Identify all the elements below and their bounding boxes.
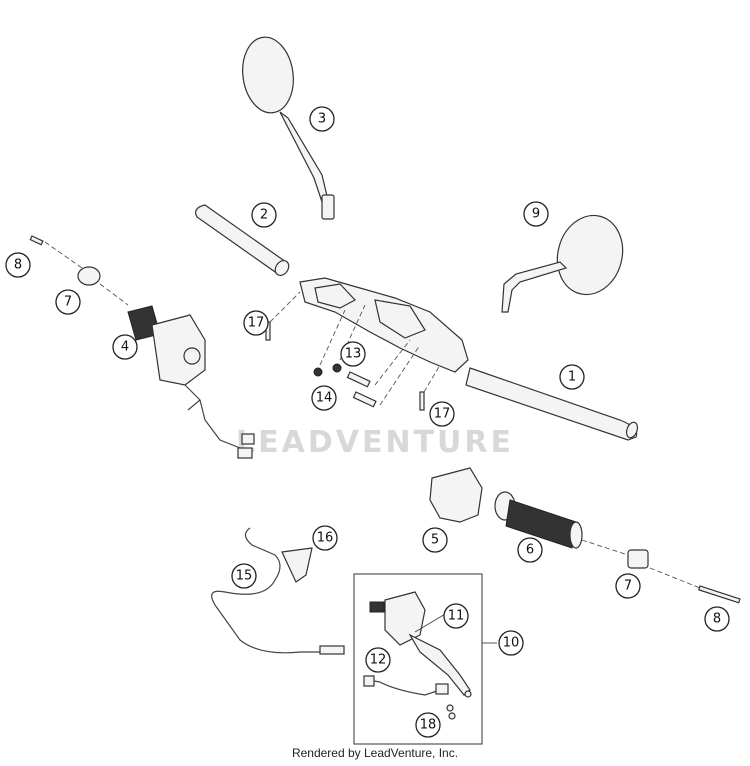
svg-text:17: 17 — [434, 407, 451, 422]
callout-18: 18 — [415, 712, 441, 738]
right-mirror — [501, 214, 624, 313]
footer-credit: Rendered by LeadVenture, Inc. — [291, 746, 459, 760]
svg-text:2: 2 — [260, 208, 268, 223]
svg-text:15: 15 — [236, 569, 253, 584]
callout-8-right: 8 — [704, 606, 730, 632]
clutch-cable-assembly — [211, 527, 345, 655]
callout-2: 2 — [251, 202, 277, 228]
callout-6: 6 — [517, 537, 543, 563]
handlebar-assembly — [299, 277, 639, 441]
callout-7-left: 7 — [55, 289, 81, 315]
svg-text:7: 7 — [64, 295, 72, 310]
callout-15: 15 — [231, 563, 257, 589]
callout-10: 10 — [498, 630, 524, 656]
svg-text:8: 8 — [14, 258, 22, 273]
callout-17-right: 17 — [429, 401, 455, 427]
svg-text:11: 11 — [448, 609, 465, 624]
callout-9: 9 — [523, 201, 549, 227]
callout-12: 12 — [365, 647, 391, 673]
callout-17-left: 17 — [243, 310, 269, 336]
callout-8-left: 8 — [5, 252, 31, 278]
svg-text:13: 13 — [345, 347, 362, 362]
left-grip-assembly — [29, 235, 255, 459]
callout-16: 16 — [312, 525, 338, 551]
svg-text:18: 18 — [420, 718, 437, 733]
svg-text:7: 7 — [624, 579, 632, 594]
svg-text:6: 6 — [526, 543, 534, 558]
right-grip-assembly — [429, 467, 741, 604]
handlebar-left-tube — [195, 204, 290, 277]
callout-5: 5 — [422, 527, 448, 553]
left-mirror — [242, 36, 335, 220]
svg-text:17: 17 — [248, 316, 265, 331]
svg-text:10: 10 — [503, 636, 520, 651]
clamp-hardware — [313, 304, 421, 408]
svg-text:4: 4 — [121, 340, 129, 355]
callout-3: 3 — [309, 106, 335, 132]
svg-text:12: 12 — [370, 653, 387, 668]
svg-text:1: 1 — [568, 370, 576, 385]
svg-text:5: 5 — [431, 533, 439, 548]
screws — [265, 291, 441, 411]
svg-text:9: 9 — [532, 207, 540, 222]
watermark: LEADVENTURE — [236, 425, 514, 460]
svg-text:14: 14 — [316, 391, 333, 406]
svg-text:8: 8 — [713, 612, 721, 627]
svg-text:16: 16 — [317, 531, 334, 546]
callout-4: 4 — [112, 334, 138, 360]
callout-14: 14 — [311, 385, 337, 411]
callout-1: 1 — [559, 364, 585, 390]
callout-7-right: 7 — [615, 573, 641, 599]
callout-11: 11 — [443, 603, 469, 629]
callout-13: 13 — [340, 341, 366, 367]
svg-text:3: 3 — [318, 112, 326, 127]
